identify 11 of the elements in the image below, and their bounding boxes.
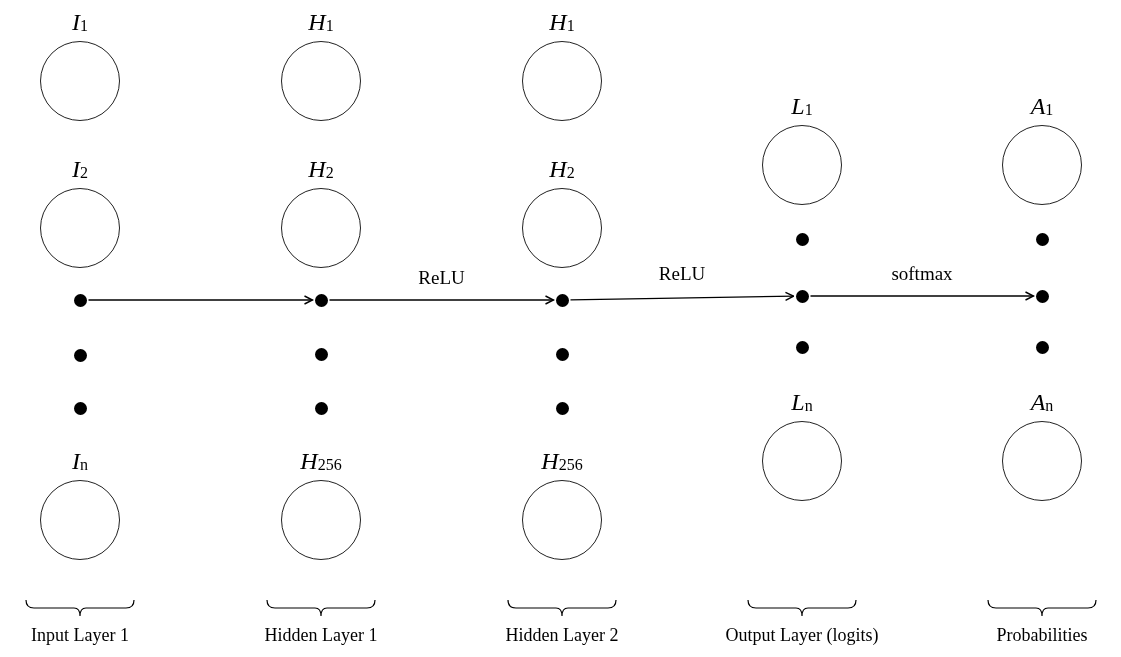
edge-label: softmax <box>891 264 953 283</box>
layer-label: Probabilities <box>996 626 1088 644</box>
layer-label: Input Layer 1 <box>31 626 129 644</box>
arrow <box>328 295 555 305</box>
layer-label: Output Layer (logits) <box>725 626 879 644</box>
arrow <box>87 295 314 305</box>
edge-label: ReLU <box>418 268 465 287</box>
arrow <box>569 291 795 301</box>
layer-label: Hidden Layer 2 <box>505 626 619 644</box>
arrow <box>809 291 1035 301</box>
layer-label: Hidden Layer 1 <box>264 626 378 644</box>
